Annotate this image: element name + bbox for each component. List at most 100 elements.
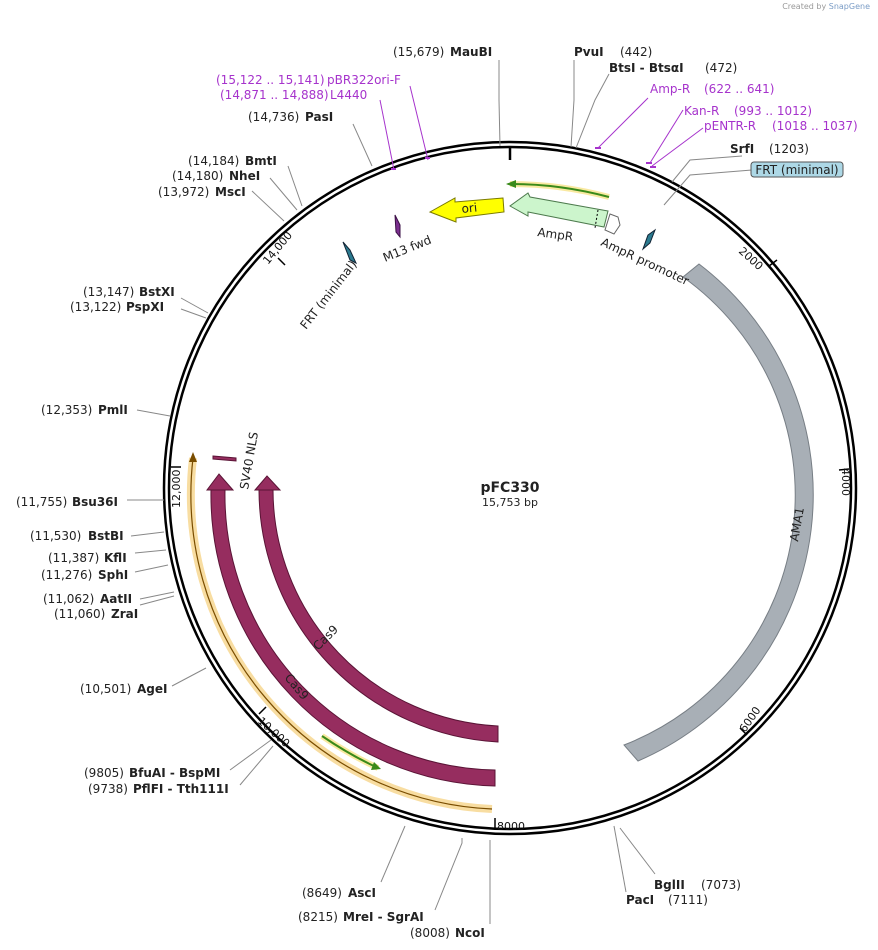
- primer-pos-l4440: (14,871 .. 14,888): [220, 88, 329, 102]
- tick-label-12000: 12,000: [170, 470, 183, 509]
- primer-labels: (15,122 .. 15,141) pBR322ori-F (14,871 .…: [216, 73, 858, 133]
- enzyme-name-pvui: PvuI: [574, 45, 604, 59]
- enzyme-pos-ncoi: (8008): [410, 926, 450, 940]
- enzyme-pos-srfi: (1203): [769, 142, 809, 156]
- enzyme-pos-pspxi: (13,122): [70, 300, 121, 314]
- enzyme-name-bfuai: BfuAI - BspMI: [129, 766, 220, 780]
- enzyme-name-ncoi: NcoI: [455, 926, 485, 940]
- frt-boxed-label[interactable]: [750, 161, 844, 178]
- plasmid-name: pFC330: [480, 480, 539, 496]
- leader-kfli: [134, 549, 167, 554]
- tick-2000: [768, 259, 778, 267]
- enzyme-pos-nhei: (14,180): [172, 169, 223, 183]
- leader-asci: [380, 825, 406, 883]
- feature-ampr-promoter[interactable]: [604, 213, 621, 235]
- tick-6000: [739, 727, 748, 736]
- leader-nhei: [269, 177, 298, 211]
- feature-frt-minimal-right[interactable]: [641, 228, 657, 251]
- plasmid-size: 15,753 bp: [482, 496, 538, 509]
- feature-ori[interactable]: [428, 197, 505, 223]
- feature-label-ori: ori: [461, 200, 478, 216]
- leader-bmti: [287, 165, 303, 207]
- leader-pasi: [352, 123, 373, 167]
- tick-4000: [838, 468, 850, 471]
- leader-pmli: [136, 409, 171, 417]
- leader-msci: [251, 190, 285, 222]
- credit-prefix: Created by: [782, 2, 827, 11]
- enzyme-pos-pmli: (12,353): [41, 403, 92, 417]
- orange-highlight-arc: [186, 457, 493, 813]
- enzyme-pos-bsu36i: (11,755): [16, 495, 67, 509]
- leader-frt-box: [663, 169, 753, 206]
- mark-amp-r: [595, 147, 601, 149]
- enzyme-name-aatii: AatII: [100, 592, 132, 606]
- enzyme-name-nhei: NheI: [229, 169, 260, 183]
- enzyme-name-pflfi: PflFI - Tth111I: [133, 782, 229, 796]
- ampr-green-line: [511, 183, 610, 198]
- feature-m13-fwd[interactable]: [394, 214, 401, 239]
- feature-cas9-outer[interactable]: [210, 489, 496, 787]
- feature-label-frt-left: FRT (minimal): [297, 258, 359, 332]
- primer-name-l4440: L4440: [330, 88, 367, 102]
- enzyme-pos-pasi: (14,736): [248, 110, 299, 124]
- feature-sv40-nls[interactable]: [212, 455, 237, 462]
- feature-ama1[interactable]: [623, 263, 814, 762]
- green-arrow-line: [321, 735, 377, 768]
- mark-pentr-r: [650, 166, 656, 168]
- leader-btsi: [575, 73, 610, 149]
- enzyme-labels: (15,679) MauBI PvuI (442) BtsI - BtsαI (…: [16, 45, 809, 940]
- primer-pos-kan-r: (993 .. 1012): [734, 104, 812, 118]
- ampr-green-arrowhead: [506, 180, 516, 188]
- leader-mrei: [434, 838, 463, 911]
- enzyme-name-bsu36i: Bsu36I: [72, 495, 118, 509]
- feature-cas9-inner[interactable]: [258, 489, 499, 743]
- leader-bstbi: [130, 531, 165, 537]
- enzyme-name-kfli: KflI: [104, 551, 127, 565]
- enzyme-pos-bstbi: (11,530): [30, 529, 81, 543]
- primer-marks: [391, 147, 656, 170]
- leader-bglii: [619, 827, 656, 875]
- tick-label-8000: 8000: [497, 820, 525, 833]
- leader-pflfi: [239, 745, 274, 786]
- ampr-dashed: [594, 209, 599, 229]
- enzyme-pos-bmti: (14,184): [188, 154, 239, 168]
- enzyme-pos-btsi: (472): [705, 61, 737, 75]
- primer-name-kan-r: Kan-R: [684, 104, 719, 118]
- leader-sphi: [134, 564, 169, 573]
- frt-boxed-label-text: FRT (minimal): [755, 163, 838, 177]
- leader-zrai: [139, 595, 175, 606]
- enzyme-name-mrei: MreI - SgrAI: [343, 910, 424, 924]
- enzyme-pos-agei: (10,501): [80, 682, 131, 696]
- feature-label-ama1: AMA1: [787, 506, 807, 542]
- enzyme-pos-bstxi: (13,147): [83, 285, 134, 299]
- leader-amp-r: [597, 97, 649, 149]
- enzyme-pos-kfli: (11,387): [48, 551, 99, 565]
- primer-name-pbr322ori-f: pBR322ori-F: [327, 73, 401, 87]
- tick-10000: [258, 706, 267, 715]
- enzyme-name-pasi: PasI: [305, 110, 333, 124]
- feature-frt-minimal-left[interactable]: [342, 241, 358, 265]
- enzyme-name-pspxi: PspXI: [126, 300, 164, 314]
- leader-pbr322ori-f: [409, 85, 429, 161]
- mark-pbr322ori-f: [425, 157, 430, 159]
- feature-cas9-outer-arrowhead: [206, 473, 235, 491]
- enzyme-name-pmli: PmlI: [98, 403, 128, 417]
- enzyme-name-sphi: SphI: [98, 568, 128, 582]
- enzyme-name-bglii: BglII: [654, 878, 685, 892]
- enzyme-name-paci: PacI: [626, 893, 654, 907]
- leader-bfuai: [229, 739, 272, 771]
- tick-14000: [277, 257, 286, 266]
- feature-label-m13-fwd: M13 fwd: [381, 233, 433, 265]
- enzyme-pos-paci: (7111): [668, 893, 708, 907]
- feature-ampr[interactable]: [509, 192, 609, 228]
- enzyme-name-maubi: MauBI: [450, 45, 492, 59]
- leader-pentr-r: [651, 127, 704, 167]
- enzyme-leaders: [127, 60, 743, 924]
- enzyme-pos-pflfi: (9738): [88, 782, 128, 796]
- leader-srfi: [671, 155, 743, 183]
- enzyme-name-srfi: SrfI: [730, 142, 754, 156]
- primer-name-amp-r: Amp-R: [650, 82, 690, 96]
- orange-arc-line: [190, 457, 493, 810]
- enzyme-pos-asci: (8649): [302, 886, 342, 900]
